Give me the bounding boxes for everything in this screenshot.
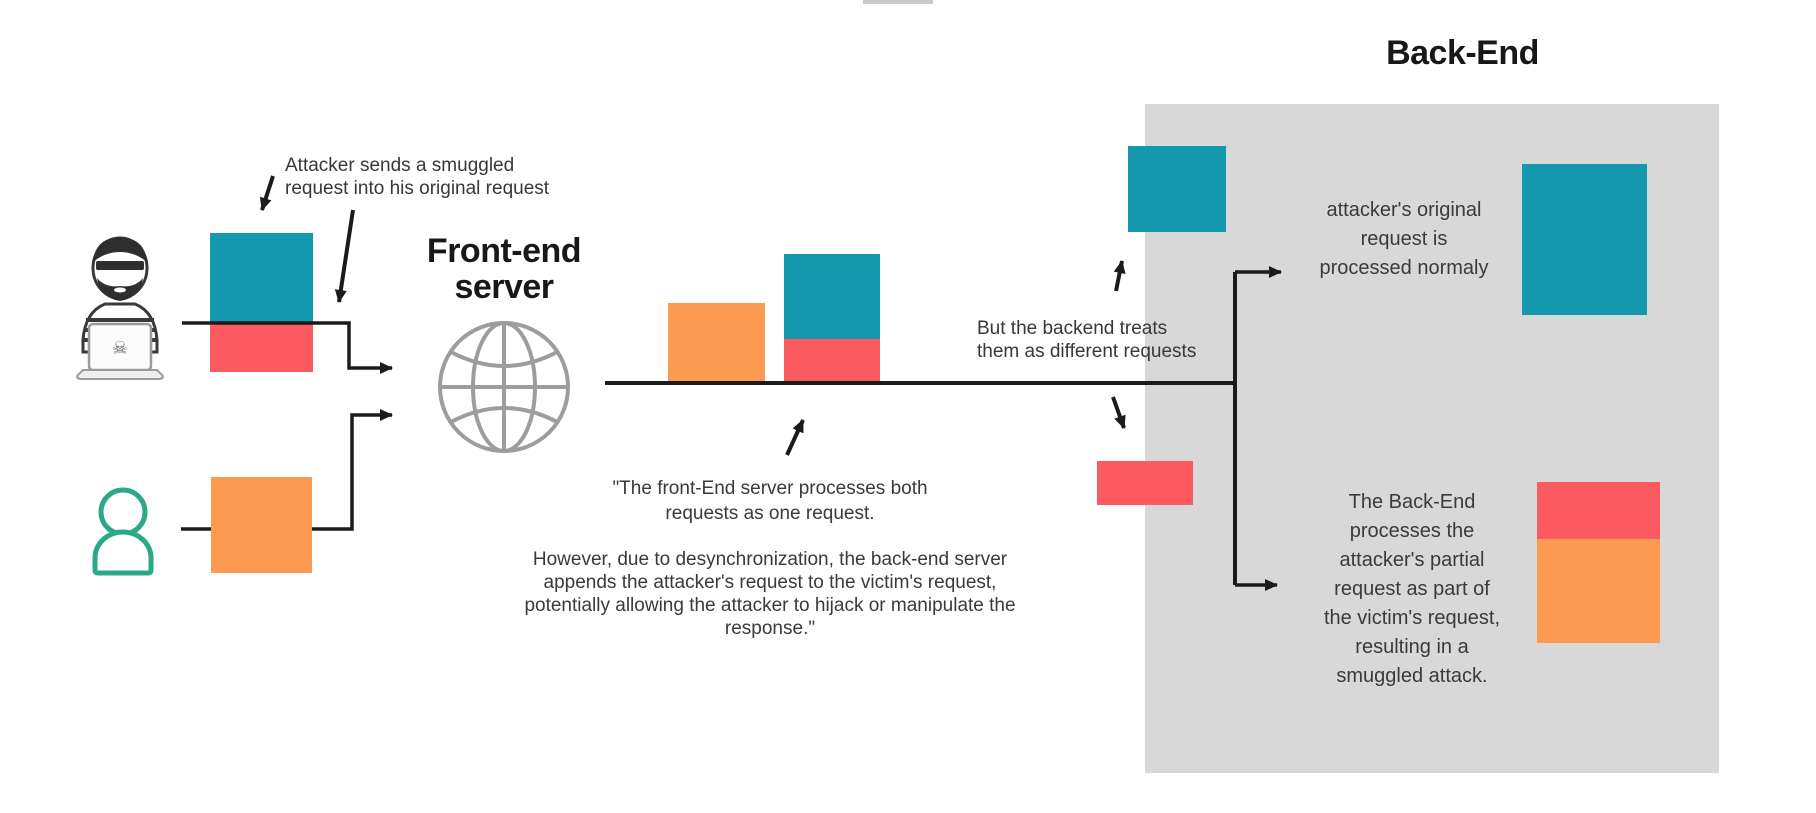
backend-up-arrow xyxy=(1113,260,1126,292)
attacker-note-line1: Attacker sends a smuggled xyxy=(285,155,515,176)
backend-treats-line2: them as different requests xyxy=(977,341,1197,362)
cropped-element-artifact xyxy=(863,0,933,4)
smuggled-attack-note: The Back-End processes the attacker's pa… xyxy=(1292,488,1532,691)
smuggled-note-line: attacker's partial xyxy=(1339,549,1485,571)
back-end-title: Back-End xyxy=(1386,34,1539,72)
smuggled-note-line: processes the xyxy=(1349,520,1475,542)
frontend-smuggled-request-box xyxy=(784,339,880,383)
attacker-note-line2: request into his original request xyxy=(285,178,550,199)
victim-request-box xyxy=(211,477,312,573)
frontend-original-request-box xyxy=(784,254,880,339)
skull-icon: ☠ xyxy=(112,338,128,359)
normal-note-line: processed normaly xyxy=(1319,257,1489,279)
backend-original-request-box xyxy=(1128,146,1226,232)
quote-line: However, due to desynchronization, the b… xyxy=(532,549,1008,570)
frontend-quote: "The front-End server processes both req… xyxy=(510,476,1030,640)
quote-line: requests as one request. xyxy=(665,503,875,524)
quote-line: potentially allowing the attacker to hij… xyxy=(524,595,1016,616)
attacker-original-request-box xyxy=(210,233,313,323)
smuggled-note-line: smuggled attack. xyxy=(1336,665,1488,687)
smuggled-note-line: resulting in a xyxy=(1355,636,1469,658)
backend-treats-note: But the backend treats them as different… xyxy=(977,317,1196,363)
attacker-smuggled-request-box xyxy=(210,323,313,372)
note-to-box-arrow xyxy=(259,175,275,211)
smuggled-note-line: the victim's request, xyxy=(1323,607,1501,629)
processed-normally-note: attacker's original request is processed… xyxy=(1294,196,1514,283)
smuggled-note-line: The Back-End xyxy=(1348,491,1476,513)
processed-original-request-box xyxy=(1522,164,1647,315)
smuggled-attack-orange-box xyxy=(1537,539,1660,643)
quote-line: appends the attacker's request to the vi… xyxy=(543,572,997,593)
victim-user-icon xyxy=(92,487,154,576)
normal-note-line: attacker's original xyxy=(1326,199,1482,221)
backend-down-arrow xyxy=(1111,396,1126,429)
frontend-quote-paragraph1: "The front-End server processes both req… xyxy=(510,476,1030,526)
attacker-note: Attacker sends a smuggled request into h… xyxy=(285,154,549,200)
quote-line: response." xyxy=(724,618,816,639)
frontend-quote-paragraph2: However, due to desynchronization, the b… xyxy=(510,548,1030,640)
normal-note-line: request is xyxy=(1360,228,1448,250)
quote-line: "The front-End server processes both xyxy=(612,478,928,499)
globe-icon xyxy=(438,321,570,453)
smuggled-note-line: request as part of xyxy=(1334,578,1490,600)
note-to-junction-arrow xyxy=(334,209,355,303)
front-end-server-title: Front-end server xyxy=(426,232,582,306)
backend-treats-line1: But the backend treats xyxy=(977,318,1168,339)
backend-smuggled-request-box xyxy=(1097,461,1193,505)
attacker-hacker-icon: ☠ xyxy=(75,236,165,380)
frontend-victim-request-box xyxy=(668,303,765,383)
frontend-up-arrow xyxy=(785,419,805,456)
smuggled-attack-red-box xyxy=(1537,482,1660,539)
